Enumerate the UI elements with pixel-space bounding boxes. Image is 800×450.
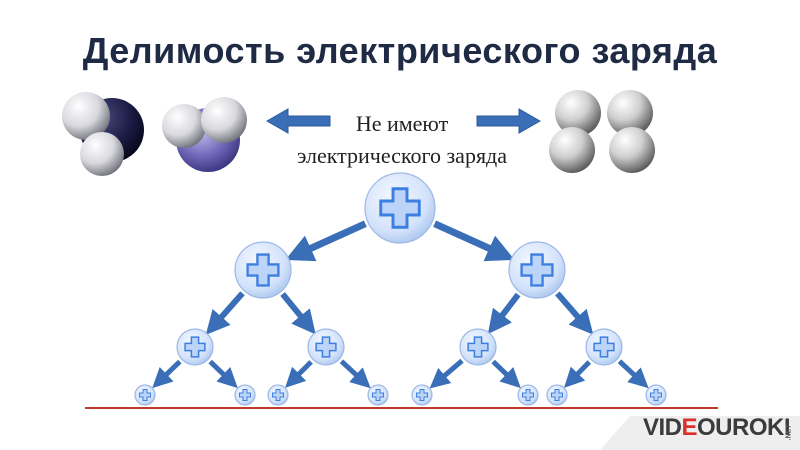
plus-sign-icon [467,336,489,358]
division-arrow [280,292,316,335]
right-arrow [476,108,542,134]
positive-charge-node [459,328,497,366]
molecule-right [162,97,247,172]
division-arrow [555,291,594,335]
plus-sign-icon [239,389,251,401]
plus-sign-icon [272,389,284,401]
division-arrow [491,359,521,389]
videouroki-logo: VIDEOUROKI .NET [570,408,800,450]
positive-charge-node [234,241,292,299]
positive-charge-node [364,172,436,244]
positive-charge-node [176,328,214,366]
positive-charge-node [134,384,156,406]
positive-charge-node [517,384,539,406]
positive-charge-node [367,384,389,406]
plus-sign-icon [593,336,615,358]
plus-sign-icon [315,336,337,358]
caption-line-2: электрического заряда [296,143,508,168]
molecule-left [62,92,144,176]
plus-sign-icon [650,389,662,401]
positive-charge-node [508,241,566,299]
plus-sign-icon [522,389,534,401]
positive-charge-node [645,384,667,406]
division-arrow [285,360,313,388]
plus-sign-icon [246,253,280,287]
left-arrow [265,108,331,134]
plus-sign-icon [520,253,554,287]
slide-title: Делимость электрического заряда [82,30,718,71]
plus-sign-icon [372,389,384,401]
positive-charge-node [546,384,568,406]
division-arrow [208,359,238,389]
caption-line-1: Не имеют [355,111,449,136]
division-arrow [617,359,649,389]
division-arrow [339,359,371,389]
plus-sign-icon [416,389,428,401]
division-arrow [433,220,515,262]
division-arrow [487,292,521,335]
division-arrow [205,291,245,335]
division-arrow [152,359,182,389]
positive-charge-node [585,328,623,366]
plus-sign-icon [139,389,151,401]
charge-tree [134,172,667,406]
caption: Не имеют электрического заряда [262,108,542,172]
neutral-particles [549,90,655,173]
positive-charge-node [234,384,256,406]
plus-sign-icon [379,187,421,229]
positive-charge-node [411,384,433,406]
division-arrow [563,360,592,388]
plus-sign-icon [551,389,563,401]
division-arrow [285,220,367,262]
positive-charge-node [307,328,345,366]
plus-sign-icon [184,336,206,358]
positive-charge-node [267,384,289,406]
division-arrow [429,358,464,389]
